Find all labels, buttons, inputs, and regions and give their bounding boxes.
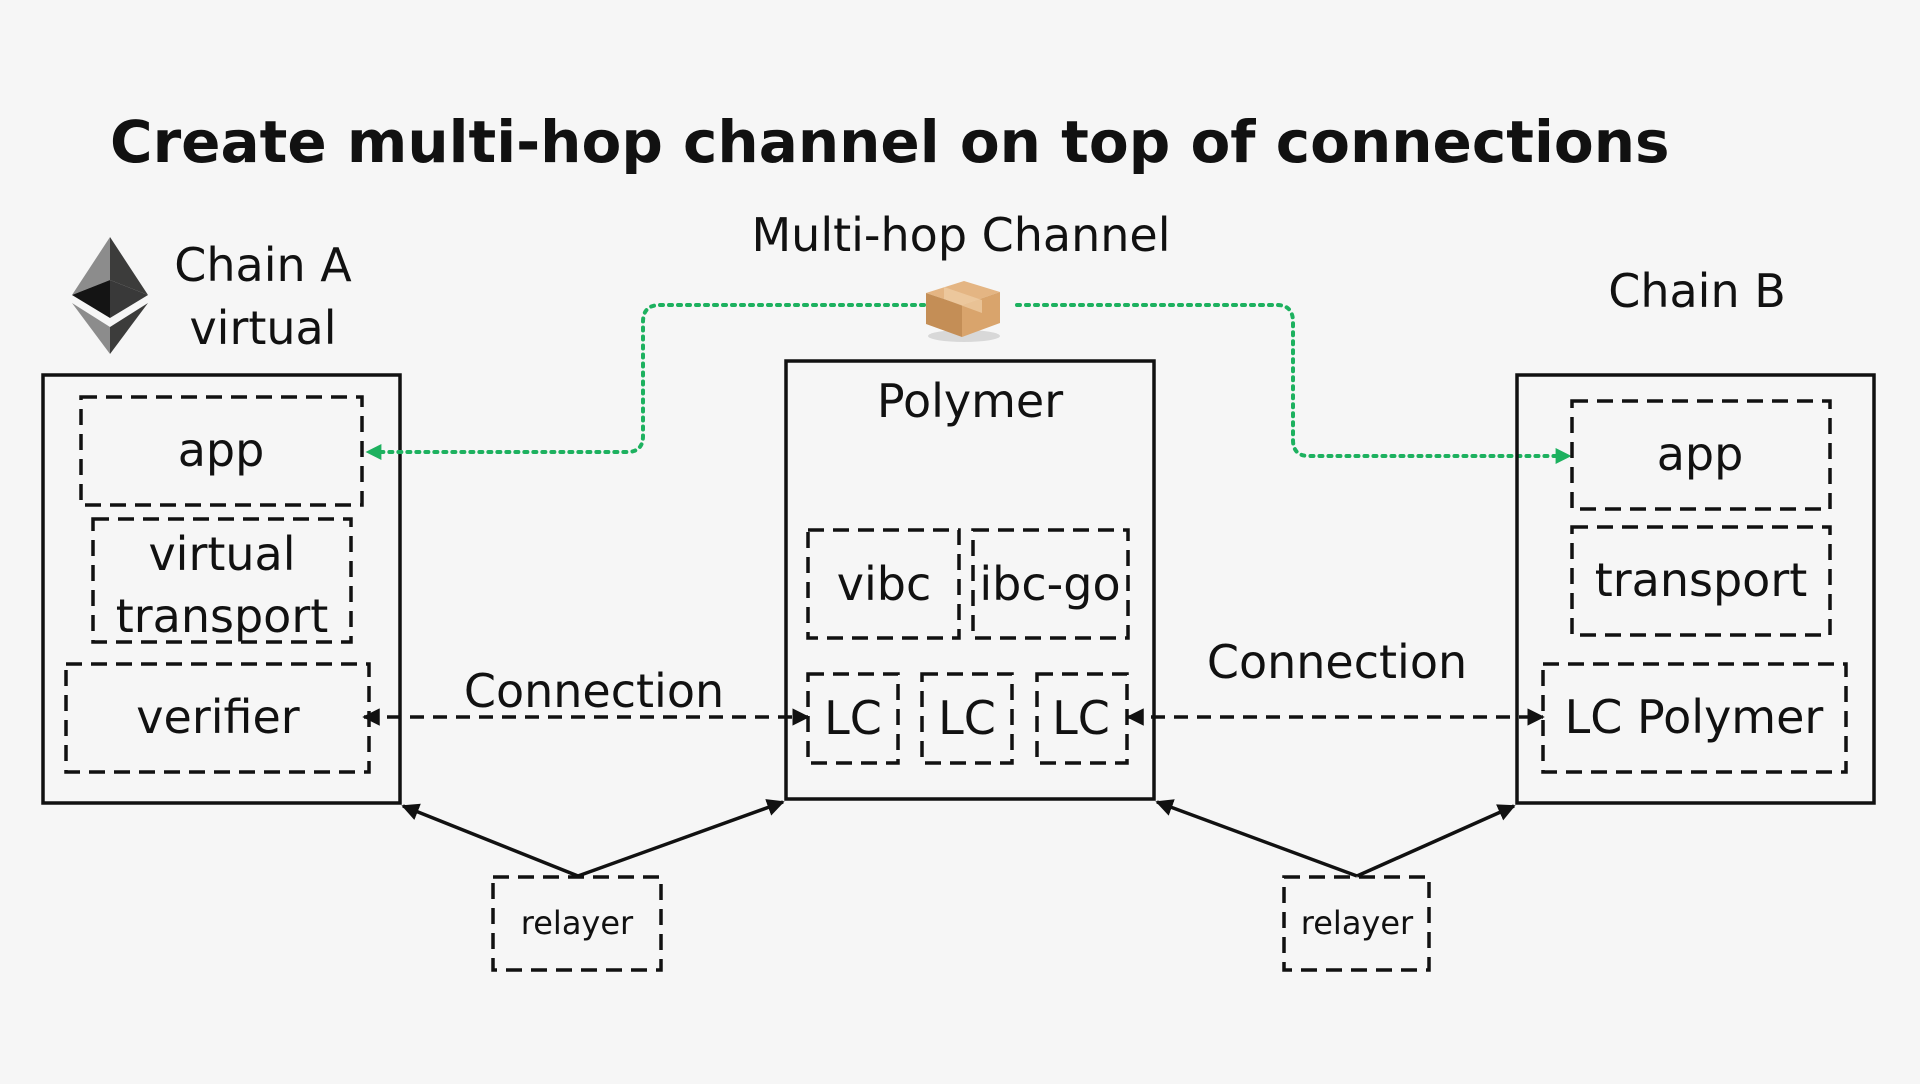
relayer-right-arrow-to-polymer (1155, 799, 1358, 878)
channel-path-left (365, 303, 926, 460)
ethereum-icon (72, 237, 148, 354)
relayer-left-arrow-to-polymer (577, 799, 785, 878)
chain-b-box (1515, 373, 1876, 805)
chain-a-transport-label-2: transport (116, 589, 329, 643)
chain-b-app-label: app (1657, 427, 1744, 481)
chain-b-transport-label: transport (1595, 553, 1808, 607)
chain-a-transport-label-1: virtual (148, 527, 295, 581)
lc-label-1: LC (824, 691, 882, 745)
chain-a-app-label: app (178, 423, 265, 477)
diagram-title: Create multi-hop channel on top of conne… (110, 108, 1670, 176)
multi-hop-channel-label: Multi-hop Channel (751, 208, 1170, 262)
chain-a-subtitle: virtual (189, 301, 336, 355)
package-box-icon (926, 281, 1000, 342)
chain-a-app-box (79, 395, 364, 507)
chain-a-box (41, 373, 402, 805)
relayer-left-label: relayer (521, 904, 634, 942)
chain-b-lc-polymer-box (1541, 662, 1848, 774)
ibc-go-box (971, 528, 1130, 640)
relayer-right-box (1282, 875, 1431, 972)
connection-label-left: Connection (464, 664, 724, 718)
lc-label-3: LC (1052, 691, 1110, 745)
channel-path-right (1015, 303, 1572, 464)
ibc-go-label: ibc-go (979, 557, 1120, 611)
relayer-right-label: relayer (1301, 904, 1414, 942)
vibc-label: vibc (837, 557, 932, 611)
polymer-box (784, 359, 1156, 801)
vibc-box (806, 528, 961, 640)
chain-b-app-box (1570, 399, 1832, 511)
chain-a-transport-box (91, 517, 353, 644)
connection-label-right: Connection (1207, 635, 1467, 689)
chain-b-lc-polymer-label: LC Polymer (1565, 690, 1824, 744)
chain-b-title: Chain B (1608, 264, 1786, 318)
chain-b-transport-box (1570, 525, 1832, 637)
chain-a-title: Chain A (174, 238, 352, 292)
lc-label-2: LC (938, 691, 996, 745)
chain-a-verifier-label: verifier (136, 690, 299, 744)
relayer-left-box (491, 875, 663, 972)
lc-box-2 (920, 672, 1014, 765)
polymer-title: Polymer (877, 374, 1063, 428)
relayer-left-arrow-to-chain-a (401, 803, 579, 878)
relayer-right-arrow-to-chain-b (1356, 804, 1516, 878)
